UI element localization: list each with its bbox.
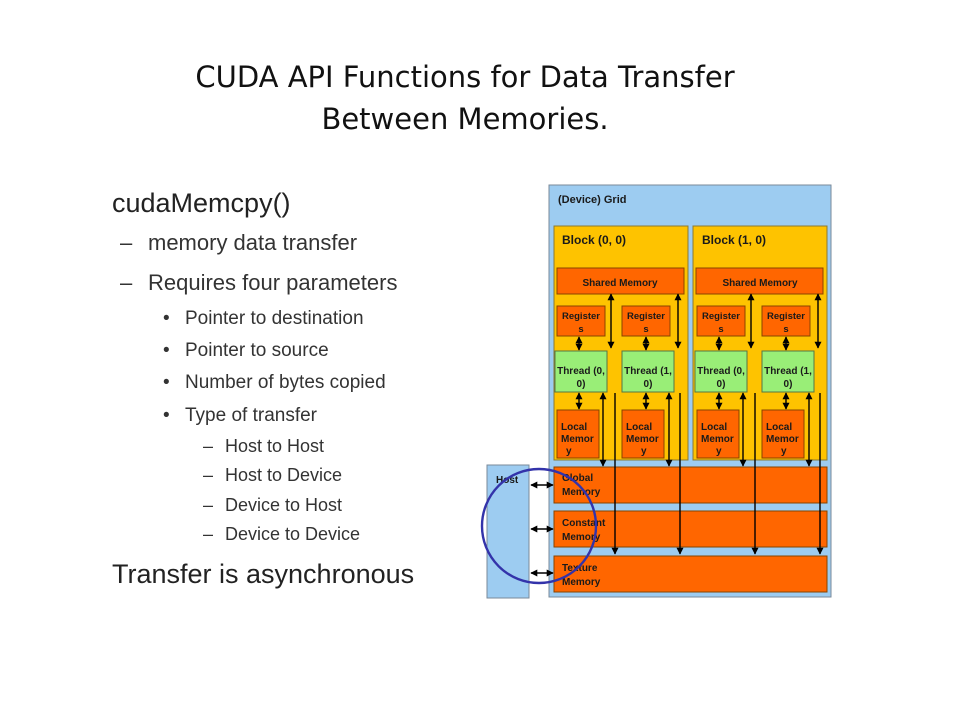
global-memory	[553, 466, 828, 504]
registers-label-suffix: s	[643, 324, 648, 335]
bullet-dot-glyph: •	[163, 372, 170, 393]
block-1-0-shared-memory-label: Shared Memory	[722, 278, 797, 289]
block-1-0-thread-0	[694, 350, 748, 393]
dash-glyph: –	[203, 436, 214, 456]
block-1-0-local-memory-1	[761, 409, 805, 459]
thread-label: 0)	[717, 379, 726, 390]
transfer-type-text: Device to Host	[225, 495, 343, 515]
block-0-0-thread-0	[554, 350, 608, 393]
param-text: Pointer to source	[185, 340, 329, 361]
registers-label-suffix: s	[718, 324, 723, 335]
local-memory-label: y	[716, 446, 722, 457]
block-1-0-label: Block (1, 0)	[702, 233, 766, 247]
registers-label: Register	[702, 311, 740, 322]
slide-title-line-1: CUDA API Functions for Data Transfer	[195, 60, 735, 94]
transfer-type-text: Host to Host	[225, 436, 325, 456]
param-text: Pointer to destination	[185, 308, 364, 329]
block-1-0-local-memory-0	[696, 409, 740, 459]
constant-memory-label: Constant	[562, 518, 606, 529]
param-text: Type of transfer	[185, 405, 318, 426]
dash-glyph: –	[203, 495, 214, 515]
param-item: • Number of bytes copied	[163, 372, 386, 394]
dash-glyph: –	[120, 270, 133, 295]
bullet-item-text: memory data transfer	[148, 230, 358, 255]
transfer-type-item: –Host to Host	[203, 436, 324, 457]
thread-label: 0)	[577, 379, 586, 390]
bullet-footer: Transfer is asynchronous	[112, 559, 415, 589]
local-memory-label: y	[781, 446, 787, 457]
host-label: Host	[496, 475, 519, 486]
block-1-0-registers-0	[696, 305, 746, 337]
registers-label-suffix: s	[783, 324, 788, 335]
thread-label: Thread (0,	[697, 366, 745, 377]
thread-label: Thread (1,	[764, 366, 812, 377]
block-1-0-thread-1	[761, 350, 815, 393]
slide-title-line-2: Between Memories.	[321, 102, 609, 136]
local-memory-label: Memor	[561, 434, 594, 445]
registers-label: Register	[562, 311, 600, 322]
global-memory-label: Global	[562, 473, 593, 484]
local-memory-label: Memor	[701, 434, 734, 445]
param-item: • Type of transfer	[163, 405, 317, 427]
dash-glyph: –	[120, 230, 133, 255]
local-memory-label: y	[641, 446, 647, 457]
dash-glyph: –	[203, 465, 214, 485]
bullet-item: –Requires four parameters	[120, 270, 397, 296]
registers-label-suffix: s	[578, 324, 583, 335]
bullet-heading: cudaMemcpy()	[112, 188, 291, 218]
global-memory-label: Memory	[562, 487, 601, 498]
highlight-circle	[480, 467, 598, 585]
bullet-dot-glyph: •	[163, 340, 170, 361]
local-memory-label: Memor	[766, 434, 799, 445]
local-memory-label: y	[566, 446, 572, 457]
block-1-0-registers-1	[761, 305, 811, 337]
param-text: Number of bytes copied	[185, 372, 386, 393]
texture-memory-label: Texture	[562, 563, 598, 574]
block-1-0-shared-memory	[695, 267, 824, 295]
constant-memory	[553, 510, 828, 548]
block-0-0-label: Block (0, 0)	[562, 233, 626, 247]
block-0-0-registers-1	[621, 305, 671, 337]
thread-label: 0)	[784, 379, 793, 390]
param-item: • Pointer to destination	[163, 308, 364, 330]
block-0-0-shared-memory-label: Shared Memory	[582, 278, 657, 289]
host-box	[486, 464, 530, 599]
texture-memory-label: Memory	[562, 577, 601, 588]
diagram-arrows	[530, 293, 824, 577]
transfer-type-text: Device to Device	[225, 524, 361, 544]
block-0-0-local-memory-1	[621, 409, 665, 459]
block-0-0-shared-memory	[556, 267, 685, 295]
block-0-0-thread-1	[621, 350, 675, 393]
transfer-type-item: –Device to Host	[203, 495, 342, 516]
thread-label: 0)	[644, 379, 653, 390]
dash-glyph: –	[203, 524, 214, 544]
local-memory-label: Memor	[626, 434, 659, 445]
bullet-dot-glyph: •	[163, 405, 170, 426]
constant-memory-label: Memory	[562, 532, 601, 543]
texture-memory	[553, 555, 828, 593]
transfer-type-item: –Device to Device	[203, 524, 360, 545]
thread-label: Thread (0,	[557, 366, 605, 377]
registers-label: Register	[627, 311, 665, 322]
transfer-type-item: –Host to Device	[203, 465, 342, 486]
slide-title: CUDA API Functions for Data Transfer Bet…	[0, 56, 930, 140]
grid-label: (Device) Grid	[558, 194, 626, 206]
param-item: • Pointer to source	[163, 340, 329, 362]
transfer-type-text: Host to Device	[225, 465, 343, 485]
local-memory-label: Local	[626, 422, 652, 433]
local-memory-label: Local	[701, 422, 727, 433]
bullet-item-text: Requires four parameters	[148, 270, 398, 295]
registers-label: Register	[767, 311, 805, 322]
bullet-dot-glyph: •	[163, 308, 170, 329]
bullet-item: –memory data transfer	[120, 230, 357, 256]
block-0-0-local-memory-0	[556, 409, 600, 459]
local-memory-label: Local	[766, 422, 792, 433]
block-0-0-registers-0	[556, 305, 606, 337]
local-memory-label: Local	[561, 422, 587, 433]
thread-label: Thread (1,	[624, 366, 672, 377]
